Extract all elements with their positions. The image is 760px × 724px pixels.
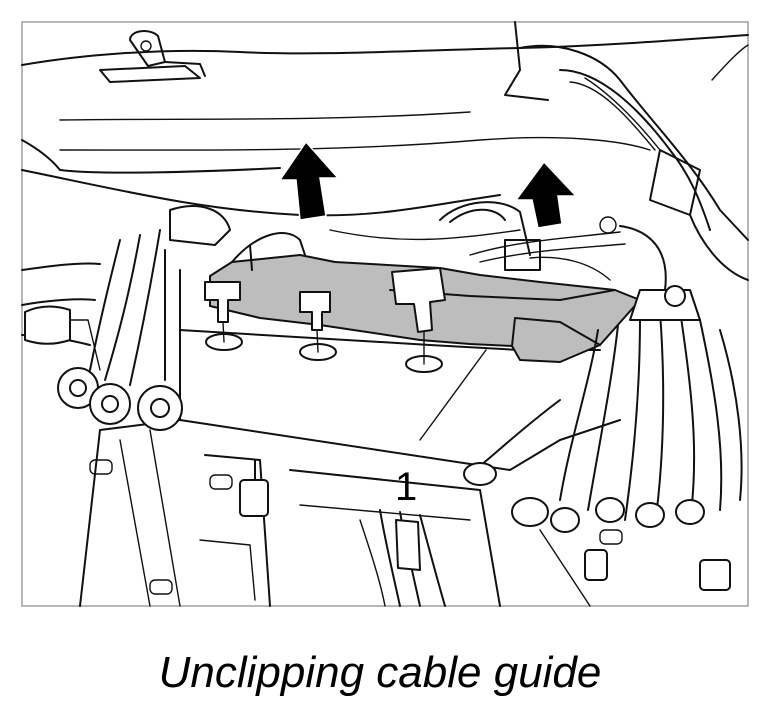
cable-guide [204,232,641,363]
right-cable-loops [463,285,743,591]
callout-number: 1 [395,465,417,509]
center-harness [439,201,667,291]
figure-caption: Unclipping cable guide [158,648,602,697]
left-harness [21,205,231,431]
up-arrow-icon [514,160,578,229]
up-arrow-icon [278,140,340,221]
background-bodywork [21,21,749,281]
clip-pins [222,321,425,365]
callout-leader-line [419,349,487,441]
bottom-harness [239,459,446,607]
